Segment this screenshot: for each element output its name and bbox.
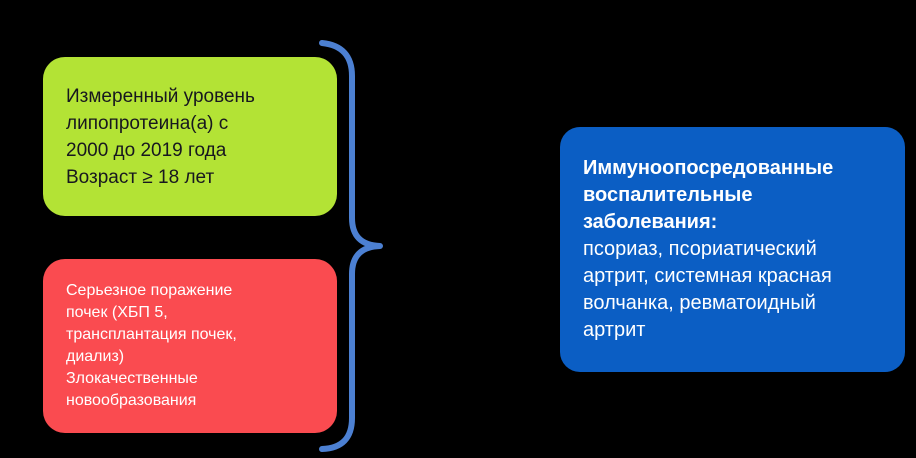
cohort-criteria-box: Измеренный уровень липопротеина(а) с 200… — [43, 57, 337, 216]
cohort-criteria-text: Измеренный уровень липопротеина(а) с 200… — [66, 85, 255, 188]
exclusion-criteria-box: Серьезное поражение почек (ХБП 5, трансп… — [43, 259, 337, 433]
diseases-list-text: псориаз, псориатический артрит, системна… — [583, 238, 832, 341]
diseases-box: Иммуноопосредованные воспалительные забо… — [560, 127, 905, 372]
curly-brace-icon — [319, 40, 383, 452]
diseases-heading: Иммуноопосредованные воспалительные забо… — [583, 157, 834, 233]
exclusion-criteria-text: Серьезное поражение почек (ХБП 5, трансп… — [66, 282, 237, 409]
